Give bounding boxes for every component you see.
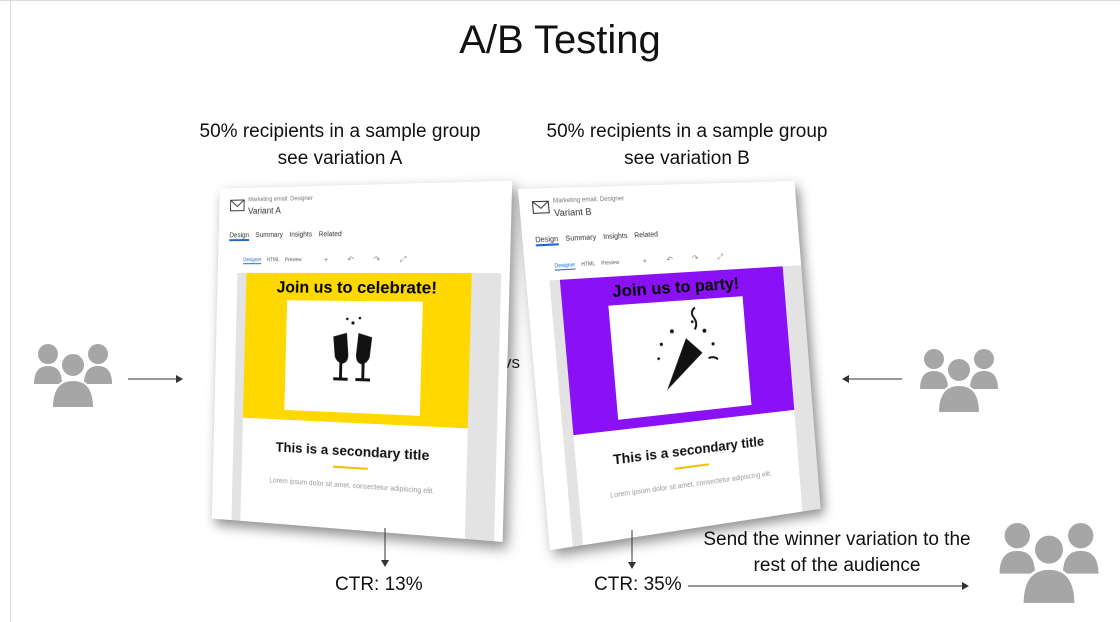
subtab-html[interactable]: HTML: [266, 257, 280, 264]
people-group-icon-right: [920, 349, 998, 414]
subtab-preview[interactable]: Preview: [284, 257, 302, 264]
accent-divider: [674, 463, 709, 470]
subtab-preview[interactable]: Preview: [601, 259, 620, 267]
email-banner: Join us to party!: [559, 266, 795, 436]
arrow-icon-down-b: [628, 530, 636, 569]
mockup-toolbar: + ↶ ↷ ⤢: [324, 255, 407, 265]
subtab-designer[interactable]: Designer: [243, 257, 262, 265]
email-image: [608, 296, 752, 420]
arrow-icon-left: [128, 375, 183, 383]
envelope-icon: [532, 201, 550, 214]
add-icon[interactable]: +: [642, 256, 648, 266]
caption-variant-b: 50% recipients in a sample group see var…: [512, 118, 862, 172]
ctr-variant-a: CTR: 13%: [335, 574, 423, 595]
mockup-toolbar: + ↶ ↷ ⤢: [642, 252, 723, 266]
caption-b-line2: see variation B: [624, 148, 750, 169]
envelope-icon: [230, 199, 245, 211]
email-secondary-title: This is a secondary title: [275, 438, 430, 464]
caption-a-line1: 50% recipients in a sample group: [199, 121, 481, 142]
tab-design[interactable]: Design: [229, 232, 250, 242]
tab-related[interactable]: Related: [634, 231, 659, 240]
tab-insights[interactable]: Insights: [602, 232, 628, 242]
mockup-subtabs: Designer HTML Preview: [554, 259, 620, 271]
email-body-text: Lorem ipsum dolor sit amet, consectetur …: [269, 477, 435, 496]
tab-design[interactable]: Design: [535, 235, 559, 247]
email-headline: Join us to celebrate!: [276, 277, 438, 298]
slide-border-left: [10, 0, 11, 622]
arrow-icon-down-a: [381, 528, 389, 567]
tab-summary[interactable]: Summary: [255, 231, 283, 239]
mockup-variant-name: Variant A: [247, 205, 281, 216]
slide-border-top: [0, 0, 1120, 1]
subtab-designer[interactable]: Designer: [554, 262, 576, 271]
mockup-variant-a: Marketing email: Designer Variant A Desi…: [211, 180, 513, 542]
mockup-tabs: Design Summary Insights Related: [229, 231, 342, 242]
mockup-tabs: Design Summary Insights Related: [535, 231, 659, 247]
redo-icon[interactable]: ↷: [691, 253, 699, 263]
email-canvas: Join us to celebrate! This is a secondar…: [231, 272, 502, 542]
accent-divider: [332, 465, 368, 470]
tab-summary[interactable]: Summary: [565, 234, 597, 243]
email-body-text: Lorem ipsum dolor sit amet, consectetur …: [610, 470, 773, 500]
email-image: [284, 300, 423, 416]
expand-icon[interactable]: ⤢: [716, 252, 724, 262]
mockup-variant-b: Marketing email: Designer Variant B Desi…: [517, 180, 821, 551]
email-canvas: Join us to party! This is a secondary ti…: [549, 264, 821, 551]
subtab-html[interactable]: HTML: [581, 261, 596, 269]
undo-icon[interactable]: ↶: [347, 254, 355, 264]
add-icon[interactable]: +: [323, 255, 329, 265]
caption-variant-a: 50% recipients in a sample group see var…: [165, 118, 515, 172]
caption-a-line2: see variation A: [277, 148, 403, 169]
party-popper-icon: [657, 296, 751, 391]
winner-message: Send the winner variation to the rest of…: [703, 529, 971, 576]
email-secondary-section: This is a secondary title Lorem ipsum do…: [240, 417, 468, 542]
tab-insights[interactable]: Insights: [289, 231, 313, 239]
mockup-breadcrumb: Marketing email: Designer: [248, 195, 313, 204]
slide-title: A/B Testing: [459, 18, 661, 62]
arrow-icon-winner: [688, 582, 969, 590]
expand-icon[interactable]: ⤢: [399, 254, 407, 264]
undo-icon[interactable]: ↶: [666, 254, 674, 265]
people-group-icon-left: [34, 344, 112, 409]
mockup-variant-name: Variant B: [553, 206, 592, 219]
arrow-icon-right: [842, 375, 902, 383]
email-banner: Join us to celebrate!: [242, 272, 472, 429]
redo-icon[interactable]: ↷: [373, 254, 381, 264]
tab-related[interactable]: Related: [318, 231, 342, 239]
ctr-variant-b: CTR: 35%: [594, 574, 682, 595]
people-group-icon-audience: [999, 522, 1099, 606]
caption-b-line1: 50% recipients in a sample group: [546, 121, 828, 142]
mockup-breadcrumb: Marketing email: Designer: [552, 196, 625, 205]
mockup-subtabs: Designer HTML Preview: [243, 257, 302, 265]
champagne-glasses-icon: [332, 316, 373, 382]
